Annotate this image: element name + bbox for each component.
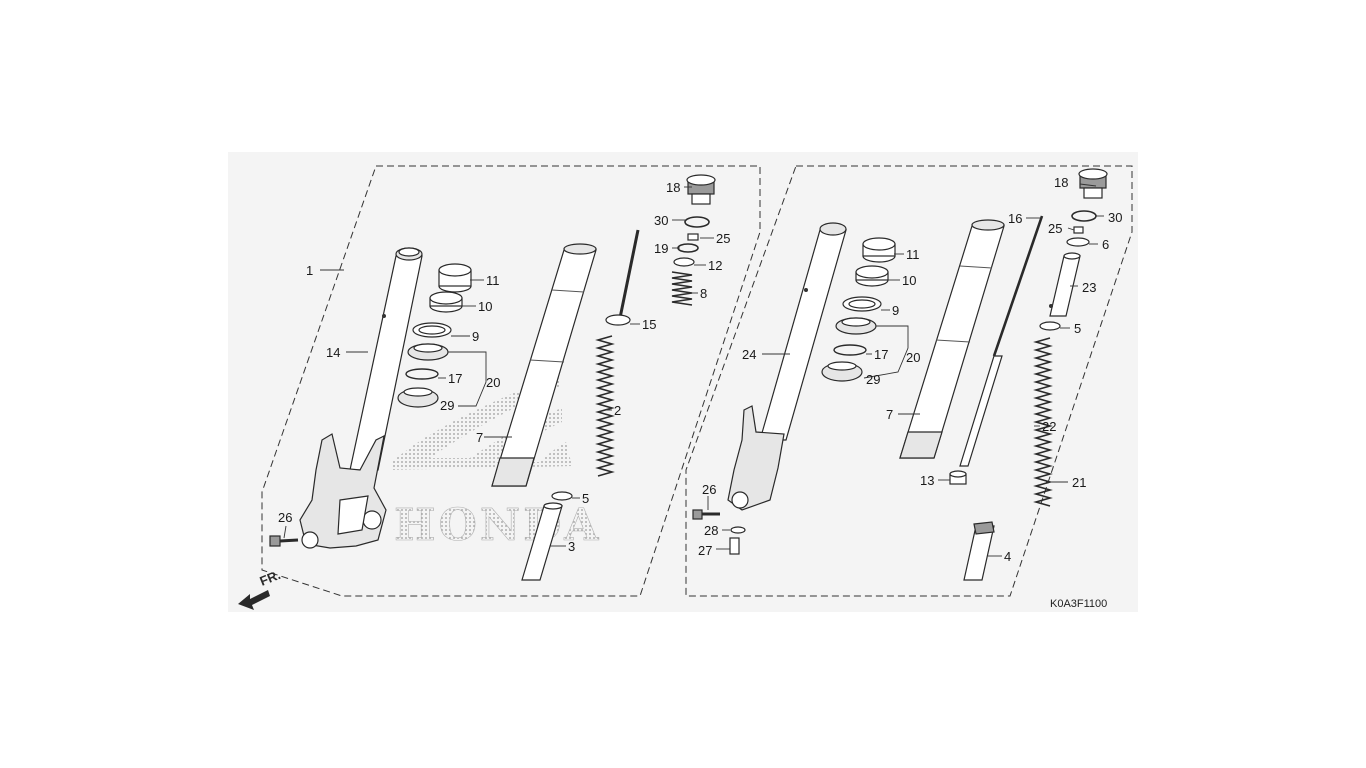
callout-30-left: 30 (654, 213, 668, 228)
part-3-spacer-tube (521, 502, 563, 581)
callout-4: 4 (1004, 549, 1011, 564)
part-27-bolt (729, 537, 740, 555)
callout-20-left: 20 (486, 375, 500, 390)
part-12-collar (673, 257, 695, 267)
callout-3: 3 (568, 539, 575, 554)
part-5-washer-right (1039, 321, 1061, 331)
callout-27: 27 (698, 543, 712, 558)
part-23-spacer (1049, 252, 1081, 317)
callout-18-right: 18 (1054, 175, 1068, 190)
part-20-oil-seal-right (835, 317, 877, 335)
part-15-damper-rod (605, 229, 640, 326)
part-2-fork-spring (595, 335, 615, 477)
callout-30-right: 30 (1108, 210, 1122, 225)
part-9-washer-right (842, 296, 882, 312)
callout-7-right: 7 (886, 407, 893, 422)
part-7-outer-tube-left (491, 243, 597, 487)
callout-15: 15 (642, 317, 656, 332)
part-22-fork-spring-right (1033, 337, 1053, 507)
callout-10-left: 10 (478, 299, 492, 314)
part-25-nut-right (1073, 226, 1084, 234)
front-label: FR. (258, 567, 283, 589)
callout-26-left: 26 (278, 510, 292, 525)
callout-21: 21 (1072, 475, 1086, 490)
callout-5-right: 5 (1074, 321, 1081, 336)
part-30-o-ring-right (1071, 210, 1097, 222)
callout-22: 22 (1042, 419, 1056, 434)
part-18-fork-cap-left (686, 174, 716, 205)
callout-25-right: 25 (1048, 221, 1062, 236)
part-20-oil-seal-left (407, 343, 449, 361)
part-5-washer-left (551, 491, 573, 501)
part-19-washer (677, 243, 699, 253)
part-24-fork-tube-right (759, 222, 847, 441)
part-25-nut-left (687, 233, 699, 241)
part-13-collar (949, 470, 967, 485)
callout-24: 24 (742, 347, 756, 362)
callout-17-right: 17 (874, 347, 888, 362)
left-assembly-frame (261, 165, 761, 597)
callout-16: 16 (1008, 211, 1022, 226)
callout-25-left: 25 (716, 231, 730, 246)
part-9-washer-left (412, 322, 452, 338)
part-28-washer (730, 526, 746, 534)
callout-8: 8 (700, 286, 707, 301)
part-18-fork-cap-right (1078, 168, 1108, 199)
part-10-bushing-left (429, 291, 463, 313)
part-6-washer (1066, 237, 1090, 247)
callout-23: 23 (1082, 280, 1096, 295)
leader-lines (283, 183, 1104, 557)
callout-13: 13 (920, 473, 934, 488)
callout-9-left: 9 (472, 329, 479, 344)
callout-12: 12 (708, 258, 722, 273)
honda-watermark-text: HONDA (394, 500, 601, 551)
callout-18-left: 18 (666, 180, 680, 195)
callout-5-left: 5 (582, 491, 589, 506)
part-16-rod (959, 215, 1044, 467)
part-axle-holder-right (727, 405, 785, 511)
part-26-bolt-left (269, 535, 299, 547)
callout-26-right: 26 (702, 482, 716, 497)
callout-11-right: 11 (906, 247, 920, 262)
callout-17-left: 17 (448, 371, 462, 386)
callout-7-left: 7 (476, 430, 483, 445)
callout-10-right: 10 (902, 273, 916, 288)
callout-2: 2 (614, 403, 621, 418)
part-14-fork-tube (349, 247, 423, 471)
part-29-dust-seal-right (821, 361, 863, 382)
part-4-spacer-tube (963, 521, 995, 581)
part-7-outer-tube-right (899, 219, 1005, 459)
callout-1: 1 (306, 263, 313, 278)
diagram-code: K0A3F1100 (1050, 598, 1107, 610)
callout-14: 14 (326, 345, 340, 360)
callout-6: 6 (1102, 237, 1109, 252)
callout-29-left: 29 (440, 398, 454, 413)
part-11-bushing-left (438, 263, 472, 293)
part-29-dust-seal-left (397, 387, 439, 408)
callout-9-right: 9 (892, 303, 899, 318)
callout-29-right: 29 (866, 372, 880, 387)
part-1-bottom-case (299, 433, 387, 549)
callout-11-left: 11 (486, 273, 500, 288)
part-17-clip-left (405, 368, 439, 380)
part-30-o-ring-left (684, 216, 710, 228)
callout-20-right: 20 (906, 350, 920, 365)
callout-labels: 1 14 26 11 10 9 17 20 29 7 18 30 25 19 1… (278, 175, 1122, 564)
part-8-spring-small (671, 271, 693, 306)
callout-19: 19 (654, 241, 668, 256)
callout-28: 28 (704, 523, 718, 538)
part-10-bushing-right (855, 265, 889, 287)
part-26-bolt-right (692, 509, 720, 520)
front-direction-arrow: FR. (238, 567, 283, 610)
right-assembly-frame (685, 165, 1133, 597)
part-11-bushing-right (862, 237, 896, 263)
part-17-clip-right (833, 344, 867, 356)
